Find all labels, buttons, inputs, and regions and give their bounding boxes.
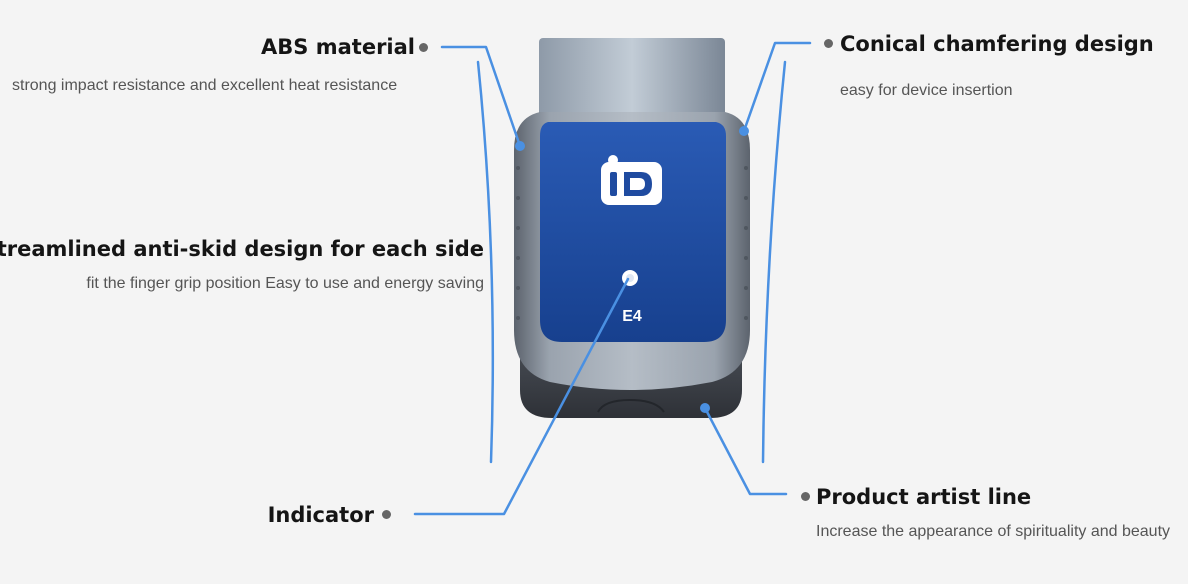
streamlined-design-title: Streamlined anti-skid design for each si…	[0, 237, 484, 261]
streamlined-design-description: fit the finger grip position Easy to use…	[86, 275, 484, 292]
conical-chamfering-description: easy for device insertion	[840, 82, 1013, 99]
artist-line-leader-line	[703, 406, 788, 496]
device-face	[540, 122, 726, 342]
id-logo-icon	[601, 155, 662, 205]
streamlined-left-arc	[476, 60, 495, 464]
streamlined-right-arc	[761, 60, 787, 464]
abs-bullet-icon	[419, 43, 428, 52]
conical-bullet-icon	[824, 39, 833, 48]
conical-leader-line	[742, 41, 812, 133]
anti-skid-grip-right	[744, 166, 748, 320]
anti-skid-grip-left	[516, 166, 520, 320]
indicator-bullet-icon	[382, 510, 391, 519]
artist-line-bullet-icon	[801, 492, 810, 501]
abs-anchor-dot	[515, 141, 525, 151]
conical-anchor-dot	[739, 126, 749, 136]
abs-leader-line	[440, 45, 522, 148]
indicator-title: Indicator	[267, 503, 374, 527]
artist-line-anchor-dot	[700, 403, 710, 413]
artist-line-groove	[597, 398, 665, 413]
conical-chamfering-title: Conical chamfering design	[840, 32, 1154, 56]
product-artist-line-description: Increase the appearance of spirituality …	[816, 523, 1171, 540]
abs-material-description: strong impact resistance and excellent h…	[12, 77, 398, 94]
indicator-leader-line	[413, 277, 630, 516]
product-artist-line-title: Product artist line	[816, 485, 1032, 509]
abs-material-title: ABS material	[261, 35, 415, 59]
obd-plug	[539, 38, 725, 122]
model-label: E4	[622, 308, 642, 325]
